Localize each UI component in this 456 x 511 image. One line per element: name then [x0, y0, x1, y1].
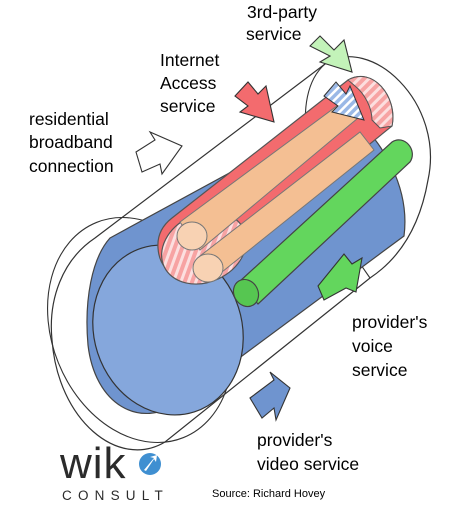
label-voice-line2: voice — [352, 336, 393, 356]
label-third-party-line1: 3rd-party — [247, 2, 317, 22]
logo-wordmark: wik — [59, 439, 127, 488]
inner-tube-lower-end — [192, 253, 224, 283]
label-voice-line3: service — [352, 360, 407, 380]
inner-tube-upper-end — [176, 221, 208, 251]
label-internet-line1: Internet — [160, 50, 219, 70]
label-internet-line2: Access — [160, 73, 217, 93]
video-service-arrow — [249, 371, 291, 422]
internet-access-arrow — [234, 81, 275, 123]
voice-service-arrow — [317, 253, 363, 301]
label-internet-line3: service — [160, 96, 215, 116]
inner-service-tubes — [176, 99, 375, 283]
label-video-line2: video service — [257, 454, 359, 474]
third-party-striped-arrow — [323, 81, 365, 121]
label-internet-access: Internet Access service — [160, 50, 219, 116]
label-third-party: 3rd-party service — [246, 2, 317, 44]
label-voice-line1: provider's — [352, 312, 428, 332]
label-voice: provider's voice service — [352, 312, 428, 380]
label-residential-line1: residential — [29, 109, 109, 129]
wik-consult-logo: wik CONSULT — [59, 439, 169, 503]
voice-service-tube — [232, 139, 413, 308]
source-credit: Source: Richard Hovey — [212, 488, 326, 500]
label-video: provider's video service — [257, 430, 359, 474]
residential-arrow — [135, 130, 183, 176]
video-cylinder-front — [92, 244, 244, 416]
label-residential: residential broadband connection — [29, 109, 114, 176]
third-party-arrow — [309, 35, 353, 73]
label-third-party-line2: service — [246, 24, 301, 44]
label-video-line1: provider's — [257, 430, 333, 450]
label-residential-line3: connection — [29, 156, 114, 176]
logo-subtitle: CONSULT — [62, 488, 169, 503]
label-residential-line2: broadband — [29, 132, 113, 152]
